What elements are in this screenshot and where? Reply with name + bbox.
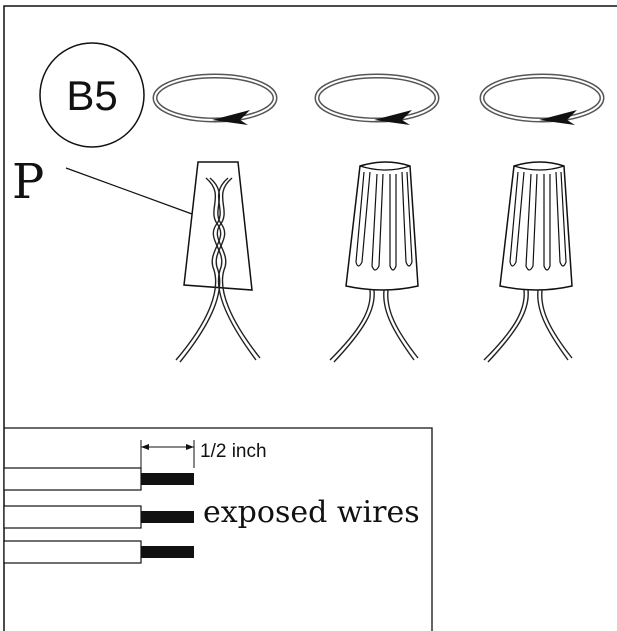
step-badge: B5 (39, 42, 145, 148)
dimension-arrow-icon (141, 444, 149, 450)
step-badge-circle (39, 42, 145, 148)
rotation-arrow-1 (152, 73, 278, 125)
exposed-conductor (141, 546, 194, 558)
rotation-arrow-3 (479, 73, 605, 125)
wire-connector-1 (175, 161, 261, 363)
rotation-arrowhead-icon (374, 110, 412, 125)
stripped-wire-3 (3, 540, 194, 564)
wire-insulation (3, 505, 142, 529)
measurement-indicator: 1/2 inch (140, 440, 267, 468)
wire-insulation (3, 467, 142, 491)
rotation-arrow-2 (314, 73, 440, 125)
step-label: B5 (66, 72, 117, 119)
wire-connector-2 (329, 161, 419, 363)
connector-outline (499, 161, 573, 291)
stripped-wire-1 (3, 467, 194, 491)
wire-panel-border (4, 427, 433, 631)
measurement-label: 1/2 inch (200, 441, 267, 462)
rotation-arrowhead-icon (212, 110, 250, 125)
exposed-conductor (141, 473, 194, 485)
wire-insulation (3, 540, 142, 564)
wire-connector-3 (483, 161, 573, 363)
part-leader-line (65, 167, 193, 215)
dimension-arrow-icon (186, 444, 194, 450)
stripped-wire-2 (3, 505, 194, 529)
rotation-arrowhead-icon (539, 110, 577, 125)
exposed-conductor (141, 511, 194, 523)
exposed-wires-label: exposed wires (203, 495, 420, 530)
connector-outline (345, 161, 419, 291)
part-label: P (12, 154, 44, 210)
frame-border (3, 5, 617, 631)
